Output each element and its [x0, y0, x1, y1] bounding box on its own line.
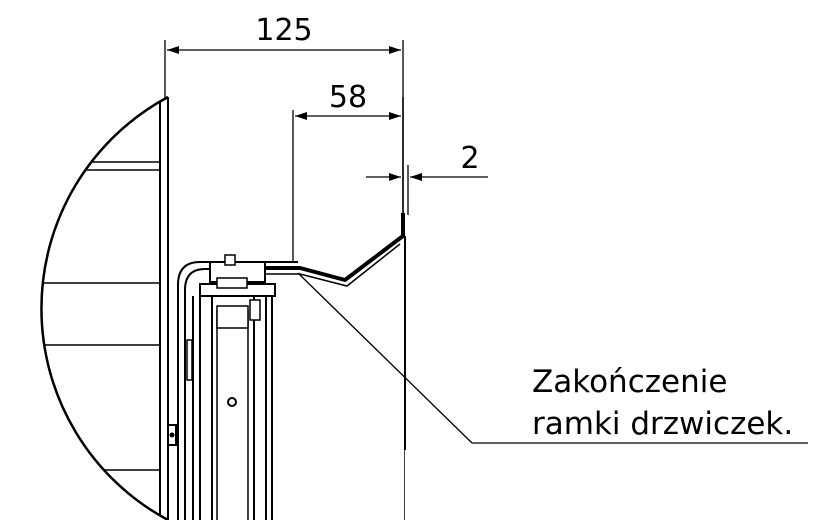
dimension-2-label: 2 — [460, 141, 479, 176]
callout-line-1: Zakończenie — [532, 364, 727, 400]
dimension-125: 125 — [167, 13, 401, 54]
dimension-58: 58 — [295, 80, 401, 120]
callout-line-2: ramki drzwiczek. — [532, 406, 793, 442]
dimension-2: 2 — [366, 141, 488, 181]
detail-circle-outline — [40, 95, 169, 520]
dimension-58-label: 58 — [329, 80, 367, 115]
dimension-125-label: 125 — [255, 13, 312, 48]
callout-leader — [297, 272, 808, 444]
detail-contents — [41, 97, 406, 520]
